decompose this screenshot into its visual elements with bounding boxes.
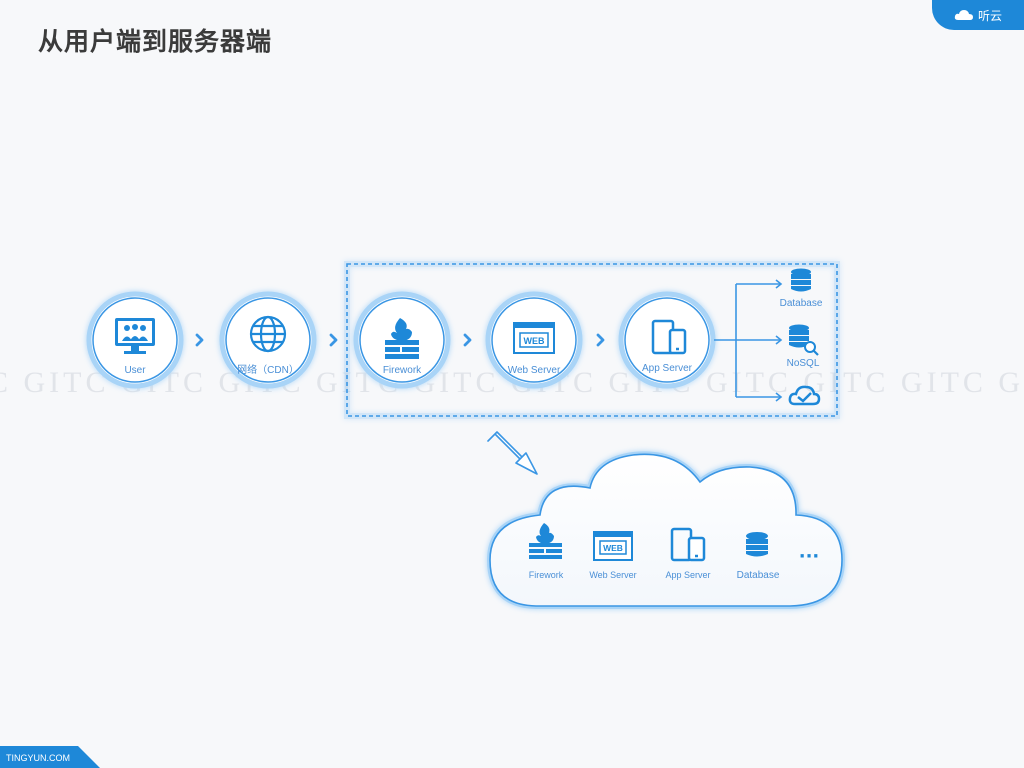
page-title: 从用户端到服务器端 [38,27,273,56]
web-window-icon: WEB [593,531,633,561]
web-window-icon: WEB [513,322,555,354]
database-icon [746,532,768,557]
cloud-item-app-server: App Server [665,527,711,580]
devices-icon [670,527,706,562]
node-user: User [86,291,184,389]
cloud-item-label: Firework [529,570,564,580]
more-ellipsis: ··· [799,546,820,567]
web-icon-text: WEB [524,336,545,346]
down-right-arrow [487,431,538,475]
users-monitor-icon [115,318,155,354]
node-app-server: App Server [618,291,716,389]
logo-text: 听云 [977,8,1002,23]
branch-label: NoSQL [787,358,820,369]
node-firewall: Firework [353,291,451,389]
cloud-item-label: Database [737,570,780,581]
node-label: 网络（CDN） [237,363,299,376]
cloud-container [486,451,846,609]
devices-icon [651,319,687,355]
node-cdn: 网络（CDN） [219,291,317,389]
firewall-icon [385,318,419,359]
database-search-icon [789,324,819,356]
chevron-right-icon [195,333,204,347]
cloud-item-label: App Server [665,570,710,580]
branch-nosql: NoSQL [787,324,820,369]
cloud-item-web-server: WEB Web Server [589,531,637,580]
branch-label: Database [780,298,823,309]
cloud-logo-icon [954,10,973,20]
footer-text: TINGYUN.COM [6,753,70,763]
chevron-right-icon [463,333,472,347]
firewall-icon [529,523,562,559]
globe-icon [249,315,287,353]
chevron-right-icon [596,333,605,347]
node-label: User [124,365,146,376]
cloud-item-firewall: Firework [529,523,564,580]
footer-bar [0,746,100,768]
web-icon-text: WEB [603,543,623,553]
branch-database: Database [780,268,823,309]
database-icon [791,268,811,292]
cloud-check-icon [788,385,821,406]
brand-logo: 听云 [932,0,1024,30]
node-label: App Server [642,363,693,374]
chevron-right-icon [329,333,338,347]
cloud-item-label: Web Server [589,570,636,580]
server-boundary [346,263,838,417]
node-label: Web Server [508,365,561,376]
cloud-item-database: Database [737,532,780,581]
node-label: Firework [383,365,422,376]
branch-connectors [714,279,783,402]
node-web-server: WEB Web Server [485,291,583,389]
branch-cloud [788,385,821,406]
